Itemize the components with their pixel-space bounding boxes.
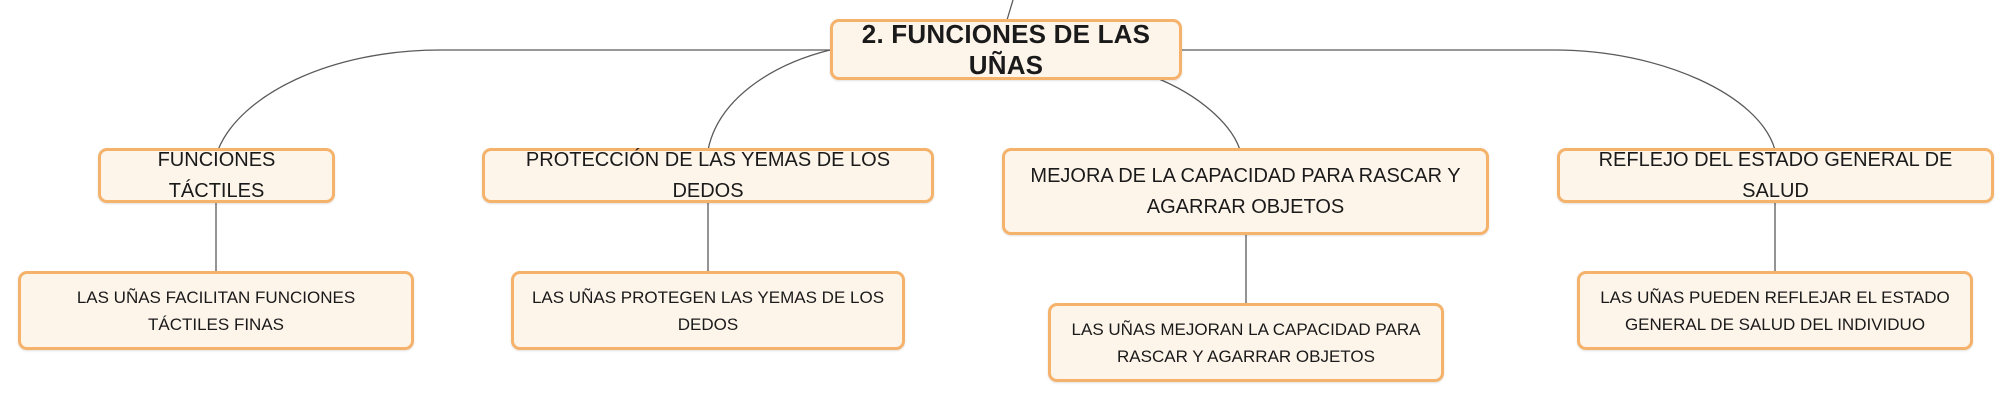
detail-node-tactile-functions[interactable]: LAS UÑAS FACILITAN FUNCIONES TÁCTILES FI…	[18, 271, 414, 350]
topic-node-fingertip-protection[interactable]: PROTECCIÓN DE LAS YEMAS DE LOS DEDOS	[482, 148, 934, 203]
detail-label: LAS UÑAS PROTEGEN LAS YEMAS DE LOS DEDOS	[531, 287, 885, 334]
detail-label: LAS UÑAS PUEDEN REFLEJAR EL ESTADO GENER…	[1600, 287, 1950, 334]
detail-label: LAS UÑAS MEJORAN LA CAPACIDAD PARA RASCA…	[1071, 319, 1421, 366]
connector-root-to-topic-4	[1180, 49, 1776, 151]
connector-parent-to-root	[1006, 0, 1014, 21]
detail-node-fingertip-protection[interactable]: LAS UÑAS PROTEGEN LAS YEMAS DE LOS DEDOS	[511, 271, 905, 350]
topic-label: REFLEJO DEL ESTADO GENERAL DE SALUD	[1598, 148, 1953, 202]
topic-label: PROTECCIÓN DE LAS YEMAS DE LOS DEDOS	[525, 148, 891, 202]
topic-label: MEJORA DE LA CAPACIDAD PARA RASCAR Y AGA…	[1030, 164, 1461, 218]
topic-node-health-reflection[interactable]: REFLEJO DEL ESTADO GENERAL DE SALUD	[1557, 148, 1994, 203]
topic-node-tactile-functions[interactable]: FUNCIONES TÁCTILES	[98, 148, 335, 203]
detail-node-health-reflection[interactable]: LAS UÑAS PUEDEN REFLEJAR EL ESTADO GENER…	[1577, 271, 1973, 350]
root-title: 2. FUNCIONES DE LAS UÑAS	[861, 18, 1151, 80]
connector-root-to-topic-1	[217, 49, 830, 151]
connector-root-to-topic-3	[1153, 76, 1241, 151]
connector-root-to-topic-2	[707, 49, 831, 151]
detail-node-scratch-grasp[interactable]: LAS UÑAS MEJORAN LA CAPACIDAD PARA RASCA…	[1048, 303, 1444, 382]
root-node[interactable]: 2. FUNCIONES DE LAS UÑAS	[830, 19, 1182, 80]
topic-label: FUNCIONES TÁCTILES	[157, 148, 276, 202]
detail-label: LAS UÑAS FACILITAN FUNCIONES TÁCTILES FI…	[76, 287, 356, 334]
topic-node-scratch-grasp[interactable]: MEJORA DE LA CAPACIDAD PARA RASCAR Y AGA…	[1002, 148, 1489, 235]
